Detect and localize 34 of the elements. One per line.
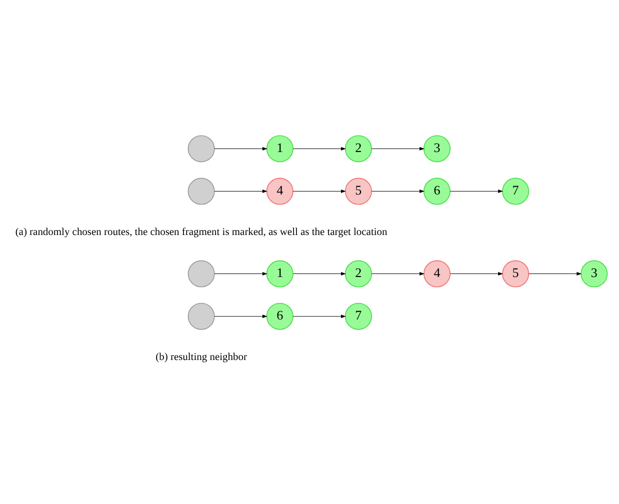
arrow [214, 146, 268, 150]
arrow [214, 314, 268, 318]
arrow [371, 189, 425, 193]
node-circle [188, 302, 215, 330]
arrow [292, 189, 346, 193]
arrow [450, 272, 504, 276]
node-circle: 6 [424, 177, 451, 204]
node-circle: 1 [266, 260, 294, 287]
arrow [371, 146, 425, 150]
arrow [292, 272, 346, 276]
node-circle: 4 [424, 260, 451, 287]
arrow [450, 189, 504, 193]
node-circle: 4 [266, 177, 294, 204]
node-circle: 3 [580, 260, 608, 287]
arrow [214, 189, 268, 193]
node-circle: 7 [344, 302, 372, 330]
arrow [214, 272, 268, 276]
node-circle: 3 [424, 134, 451, 162]
arrow [292, 314, 346, 318]
arrow [371, 272, 425, 276]
node-circle: 2 [344, 134, 372, 162]
node-circle: 7 [502, 177, 530, 204]
label: (b) resulting neighbor [156, 352, 247, 363]
node-circle [188, 177, 215, 204]
node-circle [188, 260, 215, 287]
node-circle: 2 [344, 260, 372, 287]
arrow [528, 272, 582, 276]
node-circle [188, 134, 215, 162]
node-circle: 5 [502, 260, 530, 287]
node-circle: 6 [266, 302, 294, 330]
node-circle: 5 [344, 177, 372, 204]
label: (a) randomly chosen routes, the chosen fragment is marked, as well as the target location [15, 226, 388, 238]
arrow [292, 146, 346, 150]
node-circle: 1 [266, 134, 294, 162]
